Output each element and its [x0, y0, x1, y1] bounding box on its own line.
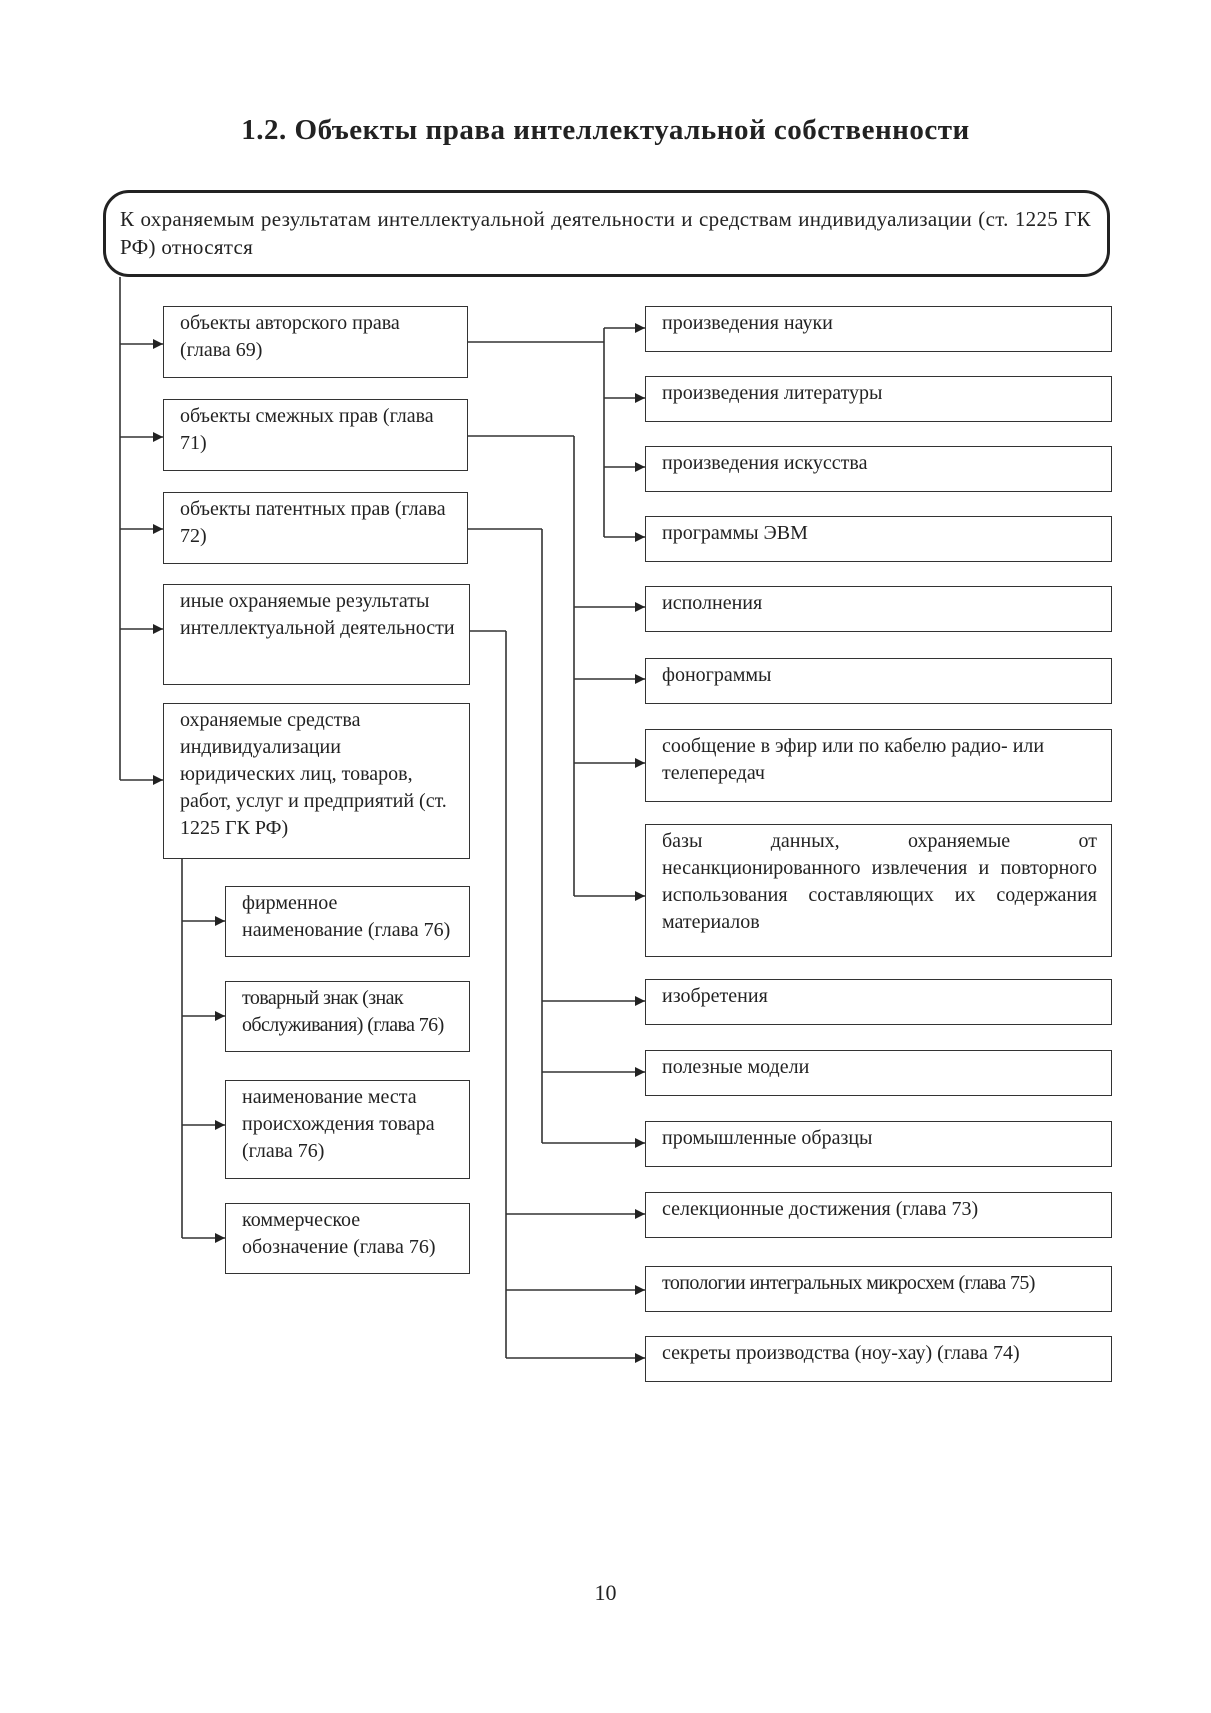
means-commercial-designation: коммерческое обозначение (глава 76): [225, 1203, 470, 1274]
object-science-works: произведения науки: [645, 306, 1112, 352]
category-means-of-individualization: охраняемые средства индивидуализации юри…: [163, 703, 470, 859]
category-copyright: объекты авторского права (глава 69): [163, 306, 468, 378]
category-other-results: иные охраняемые результаты интеллектуаль…: [163, 584, 470, 685]
means-company-name: фирменное наименование (глава 76): [225, 886, 470, 957]
page-number: 10: [594, 1580, 617, 1605]
root-box: К охраняемым результатам интеллектуально…: [103, 190, 1110, 277]
object-breeding-achievements: селекционные достижения (глава 73): [645, 1192, 1112, 1238]
object-broadcasts: сообщение в эфир или по кабелю радио- ил…: [645, 729, 1112, 802]
category-related-rights: объекты смежных прав (глава 71): [163, 399, 468, 471]
object-performances: исполнения: [645, 586, 1112, 632]
page-title: 1.2. Объекты права интеллектуальной собс…: [241, 114, 970, 146]
object-industrial-designs: промышленные образцы: [645, 1121, 1112, 1167]
object-phonograms: фонограммы: [645, 658, 1112, 704]
object-databases: базы данных, охраняемые от несанкциониро…: [645, 824, 1112, 957]
means-place-of-origin: наименование места происхождения товара …: [225, 1080, 470, 1179]
object-know-how: секреты производства (ноу-хау) (глава 74…: [645, 1336, 1112, 1382]
means-trademark: товарный знак (знак обслуживания) (глава…: [225, 981, 470, 1052]
object-ic-topologies: топологии интегральных микросхем (глава …: [645, 1266, 1112, 1312]
category-patent-rights: объекты патентных прав (глава 72): [163, 492, 468, 564]
object-literature-works: произведения литературы: [645, 376, 1112, 422]
object-art-works: произведения искусства: [645, 446, 1112, 492]
object-inventions: изобретения: [645, 979, 1112, 1025]
object-computer-programs: программы ЭВМ: [645, 516, 1112, 562]
object-utility-models: полезные модели: [645, 1050, 1112, 1096]
